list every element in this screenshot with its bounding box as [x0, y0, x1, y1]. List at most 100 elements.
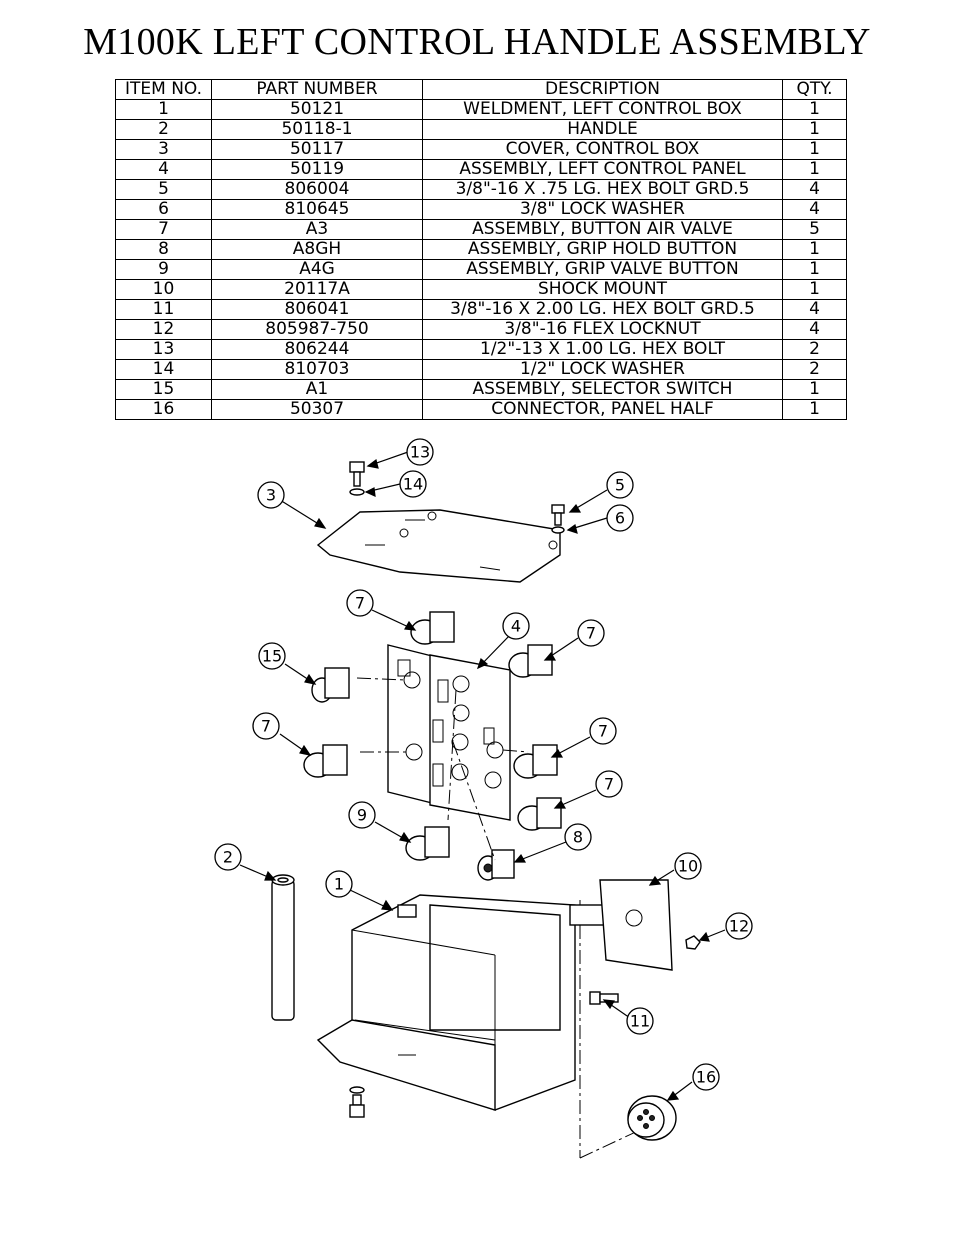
qty-cell: 1	[782, 119, 847, 140]
part-number-cell: 810645	[211, 199, 423, 220]
qty-cell: 4	[782, 179, 847, 200]
item-no-cell: 11	[115, 299, 212, 320]
item-no-cell: 1	[115, 99, 212, 120]
callout-14: 14	[399, 470, 427, 498]
callout-7c: 7	[252, 712, 280, 740]
callout-3: 3	[257, 481, 285, 509]
svg-text:10: 10	[678, 857, 698, 876]
svg-text:14: 14	[403, 475, 423, 494]
column-header-part-number: PART NUMBER	[211, 79, 423, 100]
item-no-cell: 3	[115, 139, 212, 160]
svg-text:1: 1	[334, 875, 344, 894]
description-cell: 1/2"-13 X 1.00 LG. HEX BOLT	[422, 339, 783, 360]
handle-part	[271, 874, 295, 1021]
svg-text:7: 7	[586, 624, 596, 643]
svg-text:2: 2	[223, 848, 233, 867]
svg-text:6: 6	[615, 509, 625, 528]
description-cell: 3/8"-16 FLEX LOCKNUT	[422, 319, 783, 340]
callout-7a: 7	[346, 589, 374, 617]
table-header-row: ITEM NO. PART NUMBER DESCRIPTION QTY.	[115, 79, 847, 100]
callout-bubbles: 13 14 3 5 6 7 4 7 15 7 7 7 9 8 2 1 10 12…	[214, 438, 753, 1091]
hex-bolt-5-part	[551, 504, 565, 534]
qty-cell: 1	[782, 259, 847, 280]
description-cell: ASSEMBLY, GRIP VALVE BUTTON	[422, 259, 783, 280]
qty-cell: 1	[782, 279, 847, 300]
qty-cell: 2	[782, 359, 847, 380]
callout-16: 16	[692, 1063, 720, 1091]
description-cell: ASSEMBLY, BUTTON AIR VALVE	[422, 219, 783, 240]
exploded-assembly-diagram: 13 14 3 5 6 7 4 7 15 7 7 7 9 8 2 1 10 12…	[214, 438, 753, 1159]
part-number-cell: 50118-1	[211, 119, 423, 140]
callout-7b: 7	[577, 619, 605, 647]
qty-cell: 1	[782, 239, 847, 260]
part-number-cell: 806244	[211, 339, 423, 360]
item-no-cell: 12	[115, 319, 212, 340]
description-cell: 1/2" LOCK WASHER	[422, 359, 783, 380]
qty-cell: 1	[782, 99, 847, 120]
callout-11: 11	[626, 1007, 654, 1035]
callout-2: 2	[214, 843, 242, 871]
callout-13: 13	[406, 438, 434, 466]
description-cell: 3/8"-16 X .75 LG. HEX BOLT GRD.5	[422, 179, 783, 200]
hex-bolt-13-part	[349, 461, 365, 496]
part-number-cell: 805987-750	[211, 319, 423, 340]
button-assembly-parts	[303, 611, 562, 881]
part-number-cell: 806041	[211, 299, 423, 320]
item-no-cell: 7	[115, 219, 212, 240]
item-no-cell: 13	[115, 339, 212, 360]
part-number-cell: 20117A	[211, 279, 423, 300]
control-box-weldment-part	[316, 894, 631, 1111]
svg-text:16: 16	[696, 1068, 716, 1087]
description-cell: SHOCK MOUNT	[422, 279, 783, 300]
callout-6: 6	[606, 504, 634, 532]
svg-text:8: 8	[573, 828, 583, 847]
qty-cell: 1	[782, 379, 847, 400]
part-number-cell: A3	[211, 219, 423, 240]
svg-text:7: 7	[598, 722, 608, 741]
svg-text:9: 9	[357, 806, 367, 825]
qty-cell: 4	[782, 299, 847, 320]
description-cell: 3/8"-16 X 2.00 LG. HEX BOLT GRD.5	[422, 299, 783, 320]
qty-cell: 4	[782, 199, 847, 220]
callout-15: 15	[258, 642, 286, 670]
locknut-part	[685, 935, 701, 950]
description-cell: COVER, CONTROL BOX	[422, 139, 783, 160]
callout-5: 5	[606, 471, 634, 499]
svg-text:7: 7	[261, 717, 271, 736]
column-header-description: DESCRIPTION	[422, 79, 783, 100]
part-number-cell: 50121	[211, 99, 423, 120]
description-cell: 3/8" LOCK WASHER	[422, 199, 783, 220]
callout-12: 12	[725, 912, 753, 940]
qty-cell: 4	[782, 319, 847, 340]
part-number-cell: 806004	[211, 179, 423, 200]
description-cell: CONNECTOR, PANEL HALF	[422, 399, 783, 420]
part-number-cell: 50117	[211, 139, 423, 160]
qty-cell: 1	[782, 139, 847, 160]
cover-plate-part	[316, 509, 561, 583]
item-no-cell: 8	[115, 239, 212, 260]
column-header-item-no: ITEM NO.	[115, 79, 212, 100]
svg-text:12: 12	[729, 917, 749, 936]
assembly-center-lines	[356, 677, 641, 1159]
svg-text:11: 11	[630, 1012, 650, 1031]
item-no-cell: 10	[115, 279, 212, 300]
callout-7d: 7	[589, 717, 617, 745]
item-no-cell: 15	[115, 379, 212, 400]
part-number-cell: A8GH	[211, 239, 423, 260]
item-no-cell: 5	[115, 179, 212, 200]
svg-text:7: 7	[604, 775, 614, 794]
callout-1: 1	[325, 870, 353, 898]
svg-text:13: 13	[410, 443, 430, 462]
svg-text:5: 5	[615, 476, 625, 495]
